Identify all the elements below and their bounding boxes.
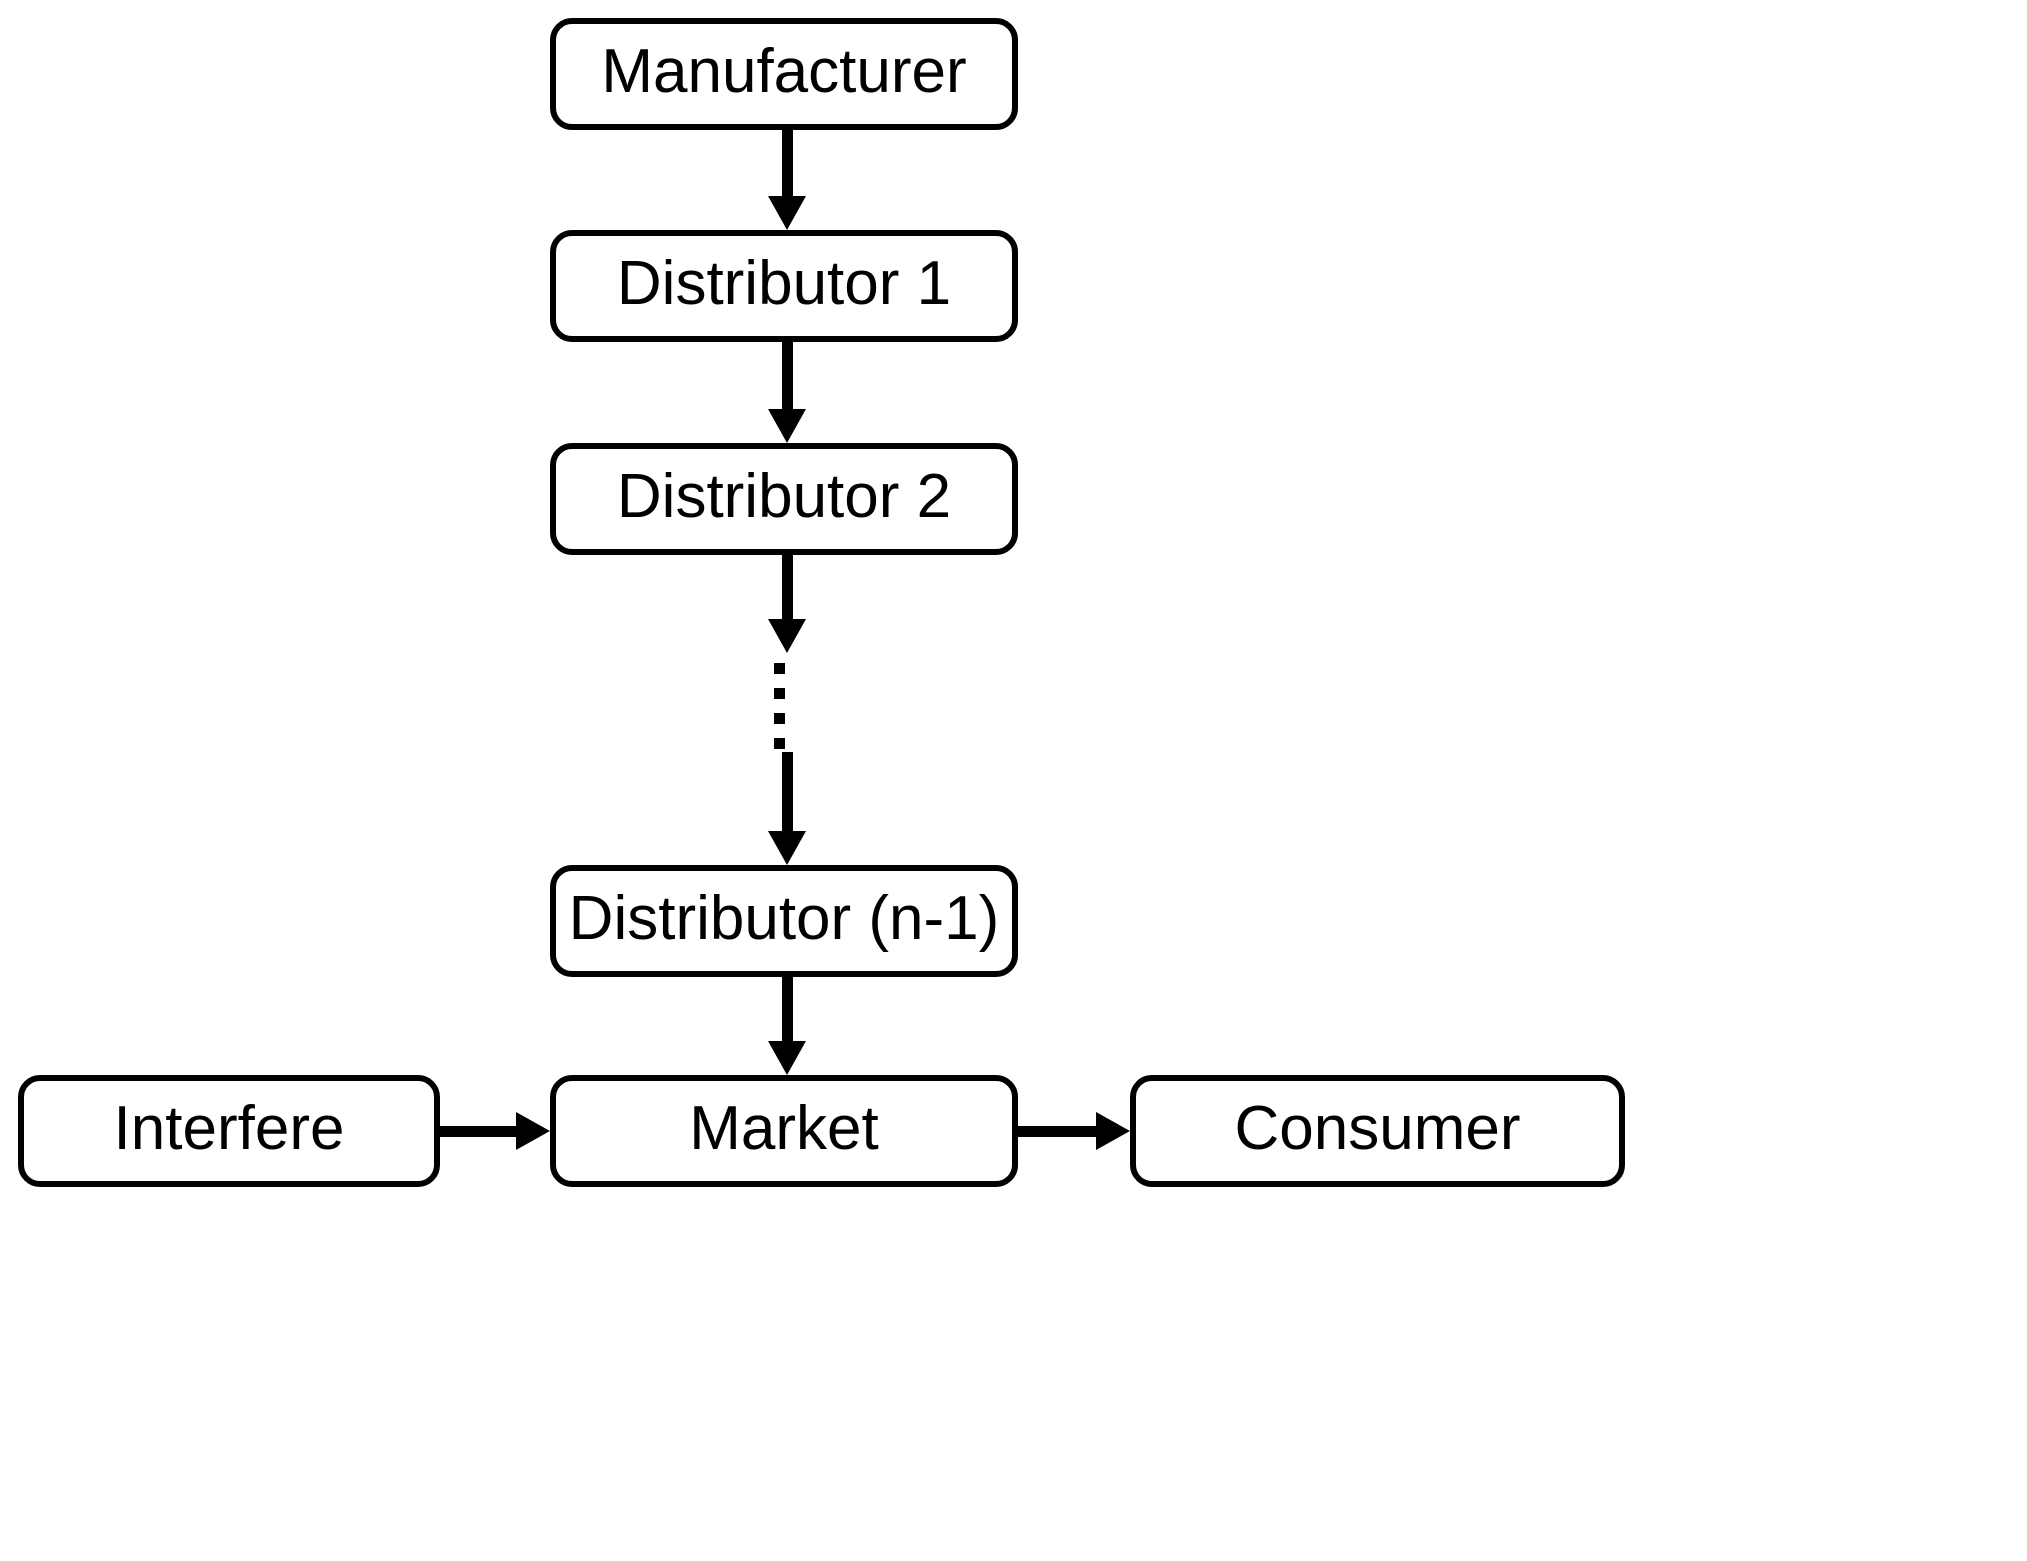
node-market[interactable]: Market xyxy=(550,1075,1018,1187)
node-consumer[interactable]: Consumer xyxy=(1130,1075,1625,1187)
ellipsis-dotted-connector xyxy=(774,663,785,750)
node-distributor-n-minus-1[interactable]: Distributor (n-1) xyxy=(550,865,1018,977)
node-interfere-label: Interfere xyxy=(113,1094,345,1163)
arrow-distributor-n-1-to-market xyxy=(768,977,806,1075)
arrow-distributor1-to-distributor2 xyxy=(768,342,806,443)
arrow-market-to-consumer xyxy=(1018,1112,1130,1150)
node-distributor-1-label: Distributor 1 xyxy=(616,249,952,318)
arrow-interfere-to-market xyxy=(440,1112,550,1150)
arrow-distributor2-to-ellipsis xyxy=(768,555,806,653)
node-distributor-2-label: Distributor 2 xyxy=(616,462,952,531)
node-manufacturer-label: Manufacturer xyxy=(601,37,967,106)
arrow-ellipsis-to-distributor-n-1 xyxy=(768,752,806,865)
node-market-label: Market xyxy=(689,1094,879,1163)
arrow-manufacturer-to-distributor1 xyxy=(768,130,806,230)
node-consumer-label: Consumer xyxy=(1234,1094,1521,1163)
node-distributor-n-minus-1-label: Distributor (n-1) xyxy=(568,884,1000,953)
node-distributor-2[interactable]: Distributor 2 xyxy=(550,443,1018,555)
node-interfere[interactable]: Interfere xyxy=(18,1075,440,1187)
node-distributor-1[interactable]: Distributor 1 xyxy=(550,230,1018,342)
node-manufacturer[interactable]: Manufacturer xyxy=(550,18,1018,130)
